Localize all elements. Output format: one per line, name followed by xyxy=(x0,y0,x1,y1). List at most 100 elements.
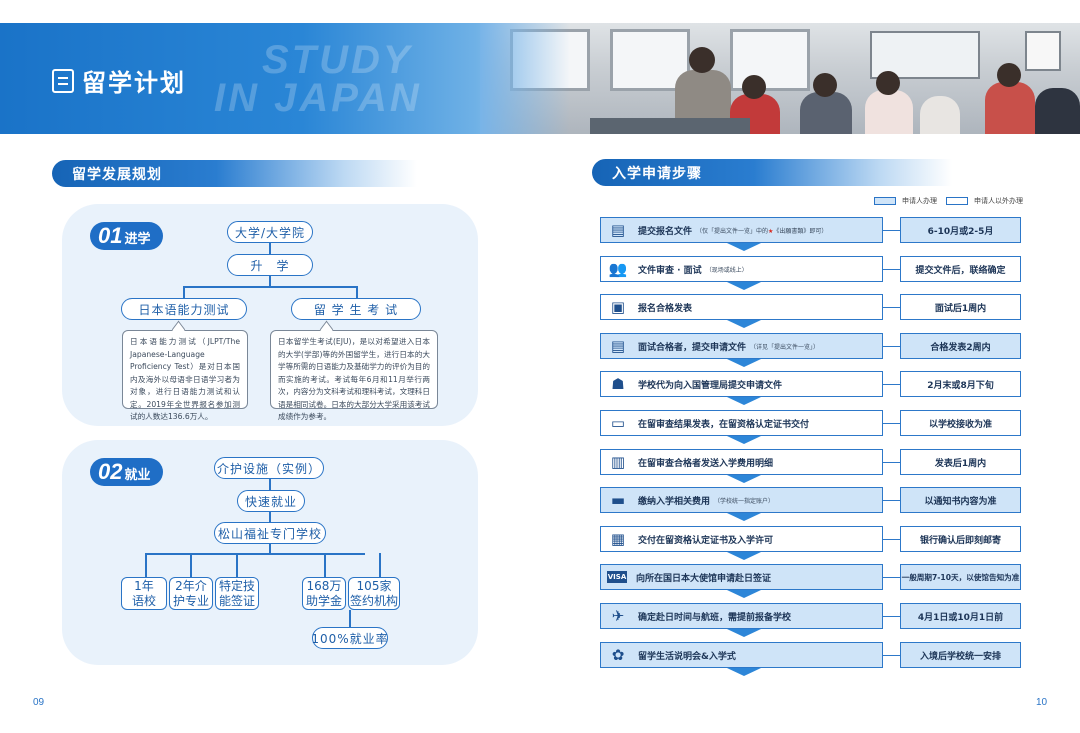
approval-document-icon: ▣ xyxy=(610,298,626,316)
step-2: 👥 文件审查 · 面试（现场或线上） xyxy=(600,256,883,282)
node-quick-employment: 快速就业 xyxy=(237,490,305,512)
down-arrow-icon xyxy=(727,436,761,444)
step-label: 留学生活说明会&入学式 xyxy=(638,651,736,662)
connector-line xyxy=(883,423,900,424)
step-note-text: （仅「提出文件一览」中的 xyxy=(696,227,769,235)
step-timing: 入境后学校统一安排 xyxy=(900,642,1021,668)
connector-line xyxy=(883,500,900,501)
step-note: （学校统一指定账户） xyxy=(714,496,774,505)
step-11: ✈确定赴日时间与航班，需提前报备学校 xyxy=(600,603,883,629)
sakura-icon: ✿ xyxy=(611,646,625,664)
step-timing: 面试后1周内 xyxy=(900,294,1021,320)
step-label: 提交报名文件 xyxy=(638,226,693,237)
step-1: ▤ 提交报名文件（仅「提出文件一览」中的★《出願書類》即可） xyxy=(600,217,883,243)
step-note-text: （学校统一指定账户） xyxy=(714,497,775,505)
connector-line xyxy=(883,539,900,540)
study-in-japan-watermark: STUDY IN JAPAN xyxy=(214,38,422,120)
connector-line xyxy=(883,346,900,347)
down-arrow-icon xyxy=(727,590,761,598)
down-arrow-icon xyxy=(727,243,761,251)
page-title: 留学计划 xyxy=(52,63,186,98)
step-timing: 2月末或8月下旬 xyxy=(900,371,1021,397)
down-arrow-icon xyxy=(727,513,761,521)
step-note: （现场或线上） xyxy=(706,265,748,274)
step-timing: 合格发表2周内 xyxy=(900,333,1021,359)
step-8: ▬ 缴纳入学相关费用（学校统一指定账户） xyxy=(600,487,883,513)
down-arrow-icon xyxy=(727,629,761,637)
legend-swatch-empty xyxy=(946,197,968,205)
step-5: ☗ 学校代为向入国管理局提交申请文件 xyxy=(600,371,883,397)
page-number-left: 09 xyxy=(33,697,45,708)
step-12: ✿ 留学生活说明会&入学式 xyxy=(600,642,883,668)
connector-line xyxy=(883,230,900,231)
jlpt-description: 日本语能力测试（JLPT/The Japanese-Language Profi… xyxy=(122,330,248,421)
eju-description: 日本留学生考试(EJU)，是以对希望进入日本的大学(学部)等的外国留学生，进行日… xyxy=(270,330,438,421)
classroom-photo xyxy=(480,23,1080,134)
visa-icon: VISA xyxy=(607,571,627,583)
node-university: 大学/大学院 xyxy=(227,221,313,243)
step-label: 向所在国日本大使馆申请赴日签证 xyxy=(636,573,772,584)
certificate-icon: ▦ xyxy=(610,530,626,548)
option-scholarship: 168万 助学金 xyxy=(302,577,346,610)
node-advance-study: 升 学 xyxy=(227,254,313,276)
id-card-icon: ▭ xyxy=(610,414,626,432)
node-matsuyama-school: 松山福祉专门学校 xyxy=(214,522,326,544)
document-form-icon: ▤ xyxy=(610,337,626,355)
legend-other: 申请人以外办理 xyxy=(946,196,1023,206)
step-timing: 以通知书内容为准 xyxy=(900,487,1021,513)
down-arrow-icon xyxy=(727,552,761,560)
down-arrow-icon xyxy=(727,359,761,367)
step-label: 面试合格者，提交申请文件 xyxy=(638,342,747,353)
node-eju: 留 学 生 考 试 xyxy=(291,298,421,320)
step-note: （详见「提出文件一览」） xyxy=(750,342,819,351)
interview-icon: 👥 xyxy=(608,260,628,278)
step-timing: 提交文件后，联络确定 xyxy=(900,256,1021,282)
step-label: 确定赴日时间与航班，需提前报备学校 xyxy=(638,612,792,623)
step-timing: 发表后1周内 xyxy=(900,449,1021,475)
connector-line xyxy=(883,462,900,463)
step-9: ▦ 交付在留资格认定证书及入学许可 xyxy=(600,526,883,552)
connector-line xyxy=(883,616,900,617)
node-employment-rate: 100%就业率 xyxy=(311,627,388,649)
step-label: 交付在留资格认定证书及入学许可 xyxy=(638,535,774,546)
step-label: 在留审查结果发表，在留资格认定证书交付 xyxy=(638,419,810,430)
document-form-icon: ▤ xyxy=(610,221,626,239)
step-4: ▤ 面试合格者，提交申请文件（详见「提出文件一览」） xyxy=(600,333,883,359)
step-label: 学校代为向入国管理局提交申请文件 xyxy=(638,380,783,391)
option-language-school: 1年 语校 xyxy=(121,577,167,610)
connector-line xyxy=(883,655,900,656)
page-number-right: 10 xyxy=(1036,697,1048,708)
step-label: 在留审查合格者发送入学费用明细 xyxy=(638,458,774,469)
step-6: ▭ 在留审查结果发表，在留资格认定证书交付 xyxy=(600,410,883,436)
section-title-application-steps: 入学申请步骤 xyxy=(592,159,952,186)
step-label: 缴纳入学相关费用 xyxy=(638,496,711,507)
step-label: 报名合格发表 xyxy=(638,303,693,314)
agent-submit-icon: ☗ xyxy=(611,375,625,393)
section-title-development-plan: 留学发展规划 xyxy=(52,160,417,187)
step-7: ▥在留审查合格者发送入学费用明细 xyxy=(600,449,883,475)
option-specified-skill-visa: 特定技 能签证 xyxy=(215,577,259,610)
step-timing: 4月1日或10月1日前 xyxy=(900,603,1021,629)
step-note: （仅「提出文件一览」中的★《出願書類》即可） xyxy=(696,226,827,235)
step-label: 文件审查 · 面试 xyxy=(638,265,702,276)
step-timing: 6-10月或2-5月 xyxy=(900,217,1021,243)
down-arrow-icon xyxy=(727,475,761,483)
option-nursing-major: 2年介 护专业 xyxy=(169,577,213,610)
step-timing: 以学校接收为准 xyxy=(900,410,1021,436)
option-partner-institutions: 105家 签约机构 xyxy=(348,577,400,610)
down-arrow-icon xyxy=(727,397,761,405)
document-chat-icon xyxy=(52,68,74,93)
step-note-text: （详见「提出文件一览」） xyxy=(750,343,820,351)
node-jlpt: 日本语能力测试 xyxy=(121,298,247,320)
wallet-icon: ▬ xyxy=(610,491,626,509)
step-3: ▣ 报名合格发表 xyxy=(600,294,883,320)
down-arrow-icon xyxy=(727,668,761,676)
step-timing: 银行确认后即刻邮寄 xyxy=(900,526,1021,552)
node-nursing-facility: 介护设施（实例） xyxy=(214,457,324,479)
step-timing: 一般周期7-10天，以使馆告知为准 xyxy=(900,564,1021,590)
star-icon: ★ xyxy=(768,227,774,235)
step-note-text: （现场或线上） xyxy=(705,266,748,274)
